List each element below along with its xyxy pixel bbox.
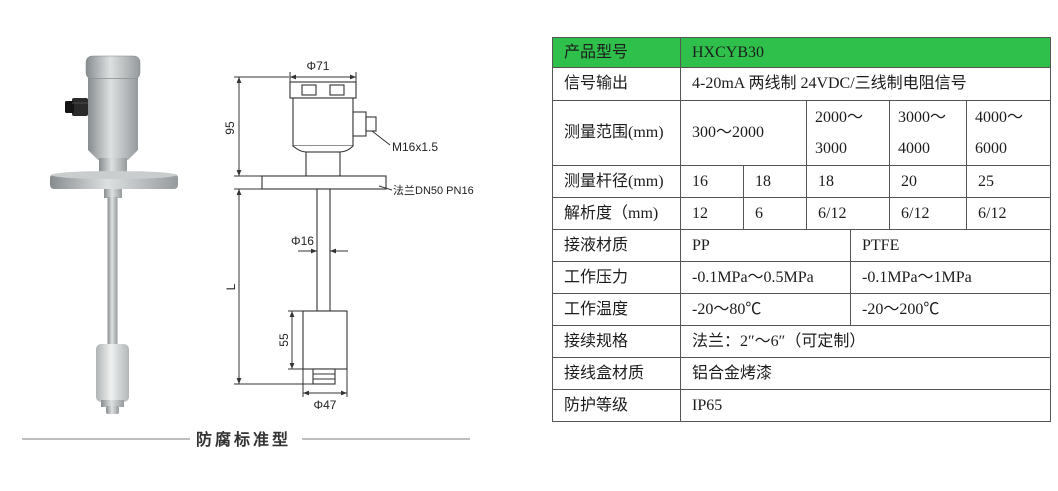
value-resolution-5: 6/12 xyxy=(965,197,1052,230)
product-photo xyxy=(50,55,178,414)
value-rod-diameter-1: 16 xyxy=(680,165,744,198)
value-pressure-1: -0.1MPa～0.5MPa xyxy=(680,261,851,294)
label-pressure: 工作压力 xyxy=(552,261,681,294)
label-flange: 法兰DN50 PN16 xyxy=(393,183,474,197)
label-head-diameter: Φ71 xyxy=(307,59,330,73)
value-range-3-text: 3000～4000 xyxy=(898,109,947,157)
label-housing: 接线盒材质 xyxy=(552,357,681,390)
value-resolution-3: 6/12 xyxy=(806,197,890,230)
leader-cable-gland xyxy=(371,130,391,146)
value-rod-diameter-2: 18 xyxy=(743,165,807,198)
photo-collar xyxy=(104,189,122,198)
drawing-rod xyxy=(316,188,331,312)
photo-float-base xyxy=(101,400,124,407)
photo-float xyxy=(96,344,129,402)
value-rod-diameter-5: 25 xyxy=(965,165,1052,198)
label-resolution: 解析度（mm) xyxy=(552,197,681,230)
row-protection: 防护等级 IP65 xyxy=(552,389,1052,422)
label-rod-diameter: 测量杆径(mm) xyxy=(552,165,681,198)
value-range-4-text: 4000～6000 xyxy=(975,109,1024,157)
value-connection: 法兰：2″～6″（可定制） xyxy=(679,325,1052,358)
value-range-4: 4000～6000 xyxy=(965,100,1052,166)
photo-rod xyxy=(107,197,118,346)
drawing-cap-notch xyxy=(301,84,317,96)
value-rod-diameter-4: 20 xyxy=(889,165,967,198)
value-resolution-2: 6 xyxy=(743,197,807,230)
value-resolution-1: 12 xyxy=(680,197,744,230)
value-material-1: PP xyxy=(680,229,851,262)
label-signal: 信号输出 xyxy=(552,67,681,101)
label-length: L xyxy=(224,283,238,290)
label-head-height: 95 xyxy=(223,121,237,135)
value-material-2: PTFE xyxy=(849,229,1052,262)
drawing-head-cap xyxy=(289,81,357,99)
value-signal: 4-20mA 两线制 24VDC/三线制电阻信号 xyxy=(679,67,1052,101)
value-protection: IP65 xyxy=(679,389,1052,422)
photo-head-lid xyxy=(85,55,141,80)
photo-tip xyxy=(106,406,119,414)
product-figure: Φ71 M16x1.5 法兰DN50 PN16 95 Φ16 L xyxy=(22,55,474,449)
value-temperature-2: -20～200℃ xyxy=(849,293,1052,326)
technical-drawing: Φ71 M16x1.5 法兰DN50 PN16 95 Φ16 L xyxy=(223,59,474,412)
photo-flange-top xyxy=(51,171,177,179)
figure-caption: 防腐标准型 xyxy=(196,430,291,449)
leader-flange xyxy=(378,185,393,191)
drawing-float xyxy=(302,310,348,370)
row-connection: 接续规格 法兰：2″～6″（可定制） xyxy=(552,325,1052,358)
value-range-1: 300～2000 xyxy=(680,100,807,166)
value-resolution-4: 6/12 xyxy=(889,197,967,230)
drawing-neck xyxy=(305,151,341,177)
row-resolution: 解析度（mm) 12 6 6/12 6/12 6/12 xyxy=(552,197,1052,230)
photo-head-taper xyxy=(88,150,138,160)
drawing-cap-notch xyxy=(329,84,345,96)
photo-cable-gland xyxy=(65,98,88,116)
label-material: 接液材质 xyxy=(552,229,681,262)
value-range-3: 3000～4000 xyxy=(889,100,967,166)
label-temperature: 工作温度 xyxy=(552,293,681,326)
value-pressure-2: -0.1MPa～1MPa xyxy=(849,261,1052,294)
spec-table: 产品型号 HXCYB30 信号输出 4-20mA 两线制 24VDC/三线制电阻… xyxy=(552,37,1052,422)
value-temperature-1: -20～80℃ xyxy=(680,293,851,326)
row-model: 产品型号 HXCYB30 xyxy=(552,37,1052,68)
drawing-bottom-fitting xyxy=(312,368,336,385)
value-rod-diameter-3: 18 xyxy=(806,165,890,198)
photo-head-body xyxy=(88,78,138,150)
value-housing: 铝合金烤漆 xyxy=(679,357,1052,390)
figure-caption-group: 防腐标准型 xyxy=(22,430,470,449)
label-protection: 防护等级 xyxy=(552,389,681,422)
drawing-head-taper xyxy=(292,145,354,153)
value-model: HXCYB30 xyxy=(679,37,1052,68)
drawing-cable-gland xyxy=(352,111,367,137)
label-range: 测量范围(mm) xyxy=(552,100,681,166)
label-float-height: 55 xyxy=(277,333,291,347)
value-range-2: 2000～3000 xyxy=(806,100,890,166)
row-signal: 信号输出 4-20mA 两线制 24VDC/三线制电阻信号 xyxy=(552,67,1052,101)
row-temperature: 工作温度 -20～80℃ -20～200℃ xyxy=(552,293,1052,326)
row-material: 接液材质 PP PTFE xyxy=(552,229,1052,262)
drawing-flange xyxy=(261,175,387,190)
value-range-2-text: 2000～3000 xyxy=(815,109,864,157)
row-pressure: 工作压力 -0.1MPa～0.5MPa -0.1MPa～1MPa xyxy=(552,261,1052,294)
label-connection: 接续规格 xyxy=(552,325,681,358)
label-float-diameter: Φ47 xyxy=(314,398,337,412)
drawing-cable-gland-nut xyxy=(365,116,377,132)
row-range: 测量范围(mm) 300～2000 2000～3000 3000～4000 40… xyxy=(552,100,1052,166)
label-rod-diameter: Φ16 xyxy=(291,234,314,248)
row-rod-diameter: 测量杆径(mm) 16 18 18 20 25 xyxy=(552,165,1052,198)
label-cable-gland: M16x1.5 xyxy=(392,140,438,154)
row-housing: 接线盒材质 铝合金烤漆 xyxy=(552,357,1052,390)
drawing-head-body xyxy=(292,97,354,147)
label-model: 产品型号 xyxy=(552,37,681,68)
